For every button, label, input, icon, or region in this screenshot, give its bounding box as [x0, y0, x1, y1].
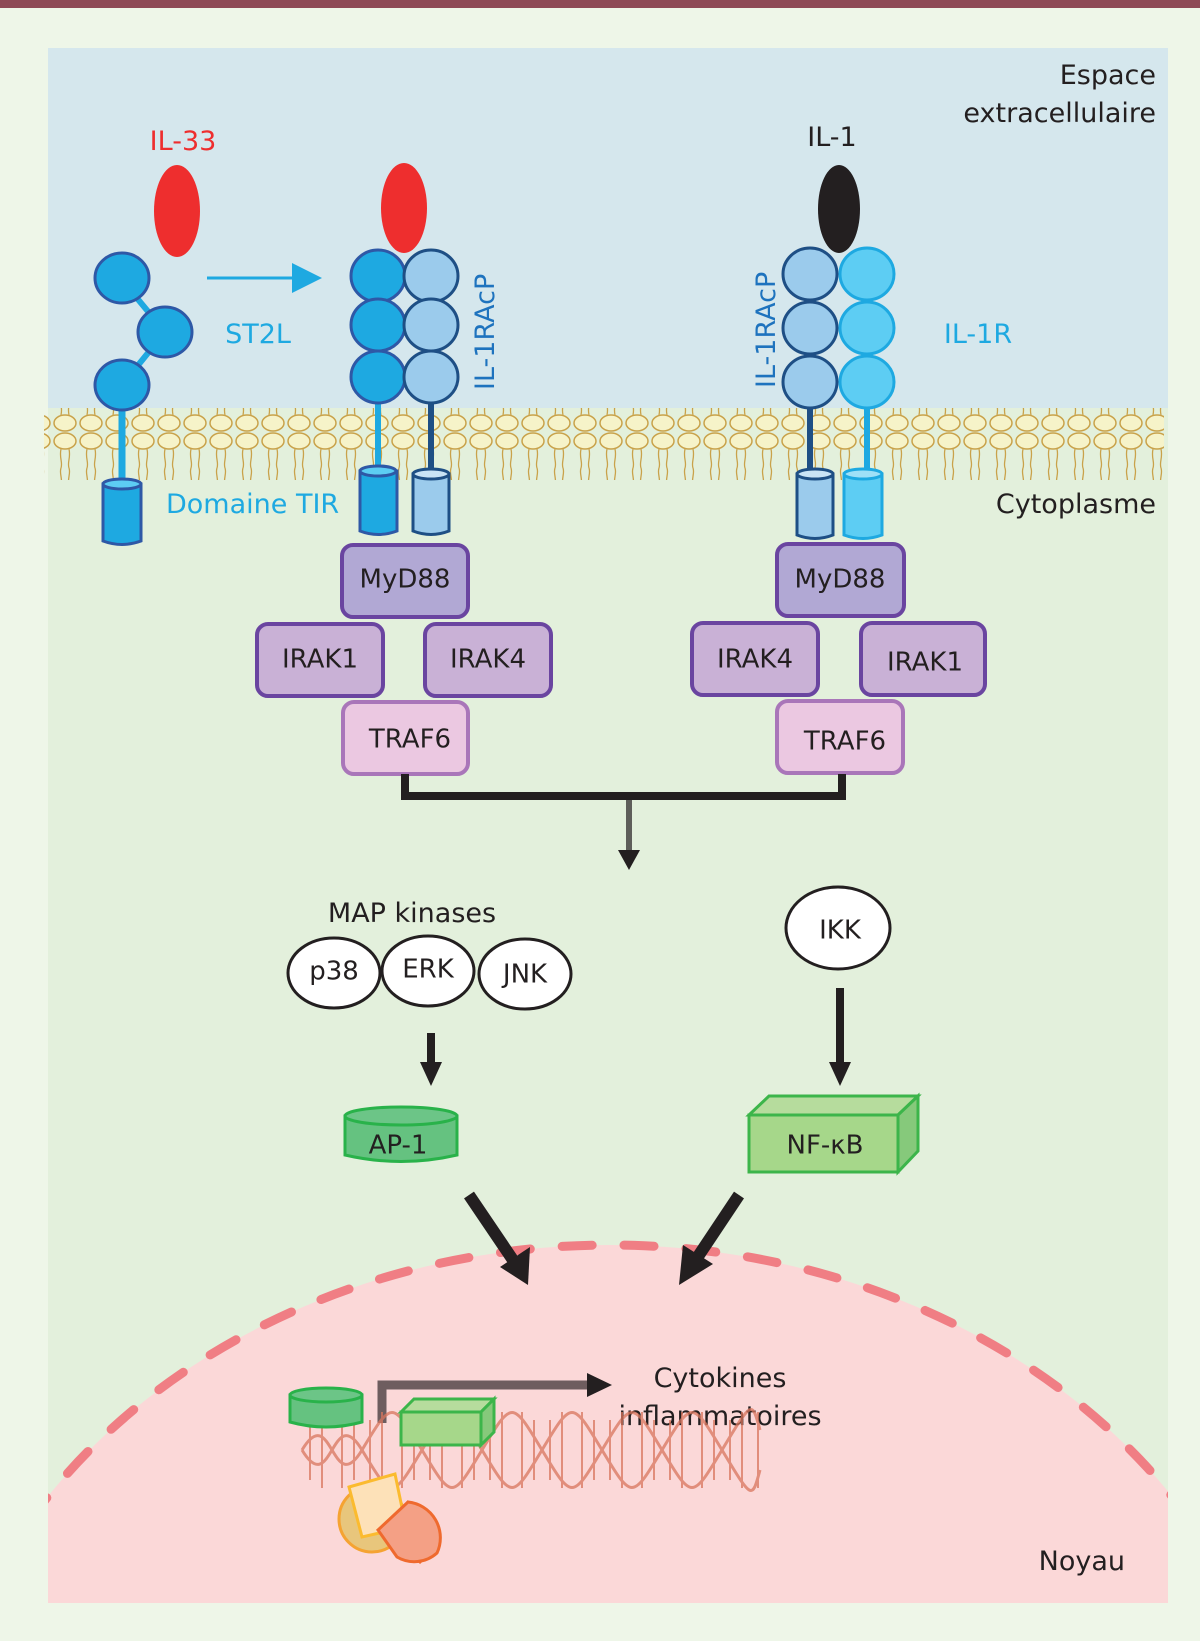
- mapk-group: p38 ERK JNK: [286, 934, 573, 1011]
- plasma-membrane: [44, 408, 1164, 480]
- mapk-to-ap1-arrowhead: [420, 1062, 442, 1086]
- nucleus-body: [48, 1245, 1168, 1603]
- il33-ligand-bound: [381, 163, 427, 253]
- il33-label: IL-33: [150, 126, 217, 157]
- st2l-label: ST2L: [225, 319, 291, 350]
- il1racp-left-label: IL-1RAcP: [470, 274, 501, 390]
- il1r-label: IL-1R: [944, 319, 1012, 350]
- transcription-arrow-shaft: [377, 1380, 590, 1423]
- myd88-left-label: MyD88: [360, 565, 451, 595]
- ap1-factor: AP-1: [343, 1105, 459, 1163]
- il1-label: IL-1: [807, 122, 856, 153]
- ikk-node: [784, 885, 892, 971]
- p38-label: p38: [309, 957, 359, 987]
- irak1-right: [859, 621, 987, 697]
- nfkb-factor: NF-κB: [745, 1092, 922, 1176]
- ap1-bound-dna: [288, 1386, 364, 1429]
- extracellular-space: [48, 48, 1168, 408]
- traf6-right-label: TRAF6: [803, 727, 886, 757]
- right-adaptor-complex: MyD88 IRAK4 IRAK1 TRAF6: [690, 542, 987, 775]
- transcription-arrowhead: [587, 1373, 612, 1397]
- il1racp-right-label: IL-1RAcP: [751, 272, 782, 388]
- irak1-left-label: IRAK1: [282, 645, 358, 675]
- transcription-machinery: [337, 1472, 442, 1565]
- cytokines-label-line2: inflammatoires: [618, 1401, 821, 1432]
- nucleus: [48, 1240, 1168, 1603]
- irak1-right-label: IRAK1: [887, 648, 963, 678]
- il1r-receptor: [838, 246, 896, 540]
- traf6-right: [775, 699, 905, 775]
- st2l-free-receptor: [93, 251, 194, 546]
- nfkb-bound-dna: [397, 1395, 498, 1449]
- nfkb-to-nucleus-arrowhead: [679, 1245, 713, 1285]
- ap1-to-nucleus-arrowhead: [500, 1247, 530, 1285]
- left-adaptor-complex: MyD88 IRAK1 IRAK4 TRAF6: [255, 543, 553, 776]
- irak1-left: [255, 622, 385, 698]
- il1racp-left-receptor: [402, 248, 460, 536]
- myd88-right: [775, 542, 906, 618]
- nfkb-to-nucleus-shaft: [692, 1191, 744, 1262]
- top-border-bar: [0, 0, 1200, 8]
- convergence-connector: [401, 774, 846, 800]
- irak4-left-label: IRAK4: [450, 645, 526, 675]
- irak4-right: [690, 621, 820, 697]
- jnk-label: JNK: [501, 960, 548, 990]
- ap1-label: AP-1: [369, 1131, 428, 1161]
- st2l-bound-receptor: [349, 248, 407, 536]
- tir-domain-label: Domaine TIR: [166, 489, 339, 520]
- il1-ligand: [818, 165, 860, 253]
- ikk-label: IKK: [819, 916, 862, 946]
- extracellular-label-line2: extracellulaire: [963, 98, 1156, 129]
- ap1-to-nucleus-shaft: [464, 1191, 520, 1267]
- il1racp-right-receptor: [781, 246, 839, 540]
- traf6-left-label: TRAF6: [368, 725, 451, 755]
- downstream-arrowhead: [618, 850, 640, 870]
- erk-label: ERK: [402, 955, 454, 985]
- nucleus-label: Noyau: [1039, 1546, 1125, 1577]
- il33-ligand-free: [154, 165, 200, 257]
- dna-helix: [300, 1408, 762, 1492]
- extracellular-label-line1: Espace: [1060, 60, 1156, 91]
- p38-node: [286, 936, 382, 1010]
- cytokines-label-line1: Cytokines: [654, 1363, 787, 1394]
- mapk-title: MAP kinases: [328, 898, 496, 929]
- nfkb-label: NF-κB: [787, 1131, 864, 1161]
- ikk-to-nfkb-arrowhead: [829, 1062, 851, 1086]
- irak4-right-label: IRAK4: [717, 645, 793, 675]
- cytoplasm-label: Cytoplasme: [996, 489, 1156, 520]
- erk-node: [380, 934, 476, 1008]
- myd88-right-label: MyD88: [795, 565, 886, 595]
- myd88-left: [340, 543, 470, 619]
- jnk-node: [477, 937, 573, 1011]
- irak4-left: [423, 622, 553, 698]
